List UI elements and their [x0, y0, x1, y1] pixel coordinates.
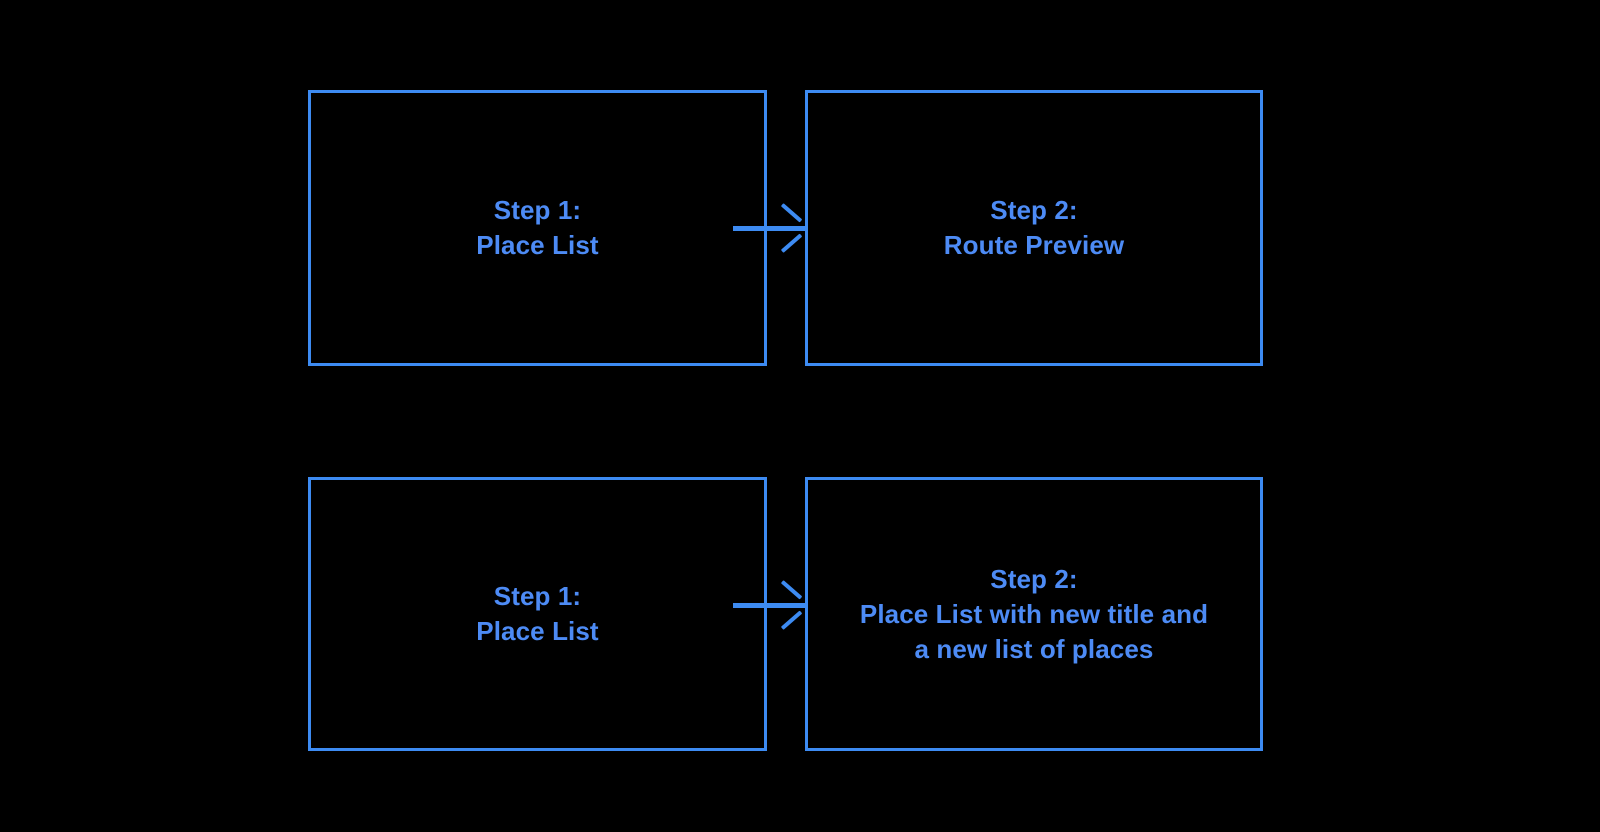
flow-box-step-1-place-list[interactable]: Step 1: Place List: [308, 477, 767, 751]
arrow-head: [778, 203, 806, 253]
flow-box-label: Step 2: Route Preview: [943, 195, 1125, 260]
arrow-head-upper-stroke: [780, 203, 803, 223]
flow-box-step-2-place-list-updated[interactable]: Step 2: Place List with new title and a …: [805, 477, 1263, 751]
flow-box-step-2-route-preview[interactable]: Step 2: Route Preview: [805, 90, 1263, 366]
flow-box-step-1-place-list[interactable]: Step 1: Place List: [308, 90, 767, 366]
arrow-head-upper-stroke: [780, 580, 803, 600]
arrow-right-icon: [730, 203, 808, 253]
arrow-head: [778, 580, 806, 630]
flow-box-label: Step 1: Place List: [476, 581, 599, 646]
arrow-head-lower-stroke: [780, 610, 803, 630]
flow-row-bottom: Step 1: Place List Step 2: Place List wi…: [0, 477, 1600, 751]
flow-box-label: Step 2: Place List with new title and a …: [859, 563, 1209, 664]
arrow-head-lower-stroke: [780, 233, 803, 253]
flow-box-label: Step 1: Place List: [476, 195, 599, 260]
arrow-right-icon: [730, 580, 808, 630]
arrow-shaft: [733, 603, 805, 608]
flow-row-top: Step 1: Place List Step 2: Route Preview: [0, 90, 1600, 366]
arrow-shaft: [733, 226, 805, 231]
